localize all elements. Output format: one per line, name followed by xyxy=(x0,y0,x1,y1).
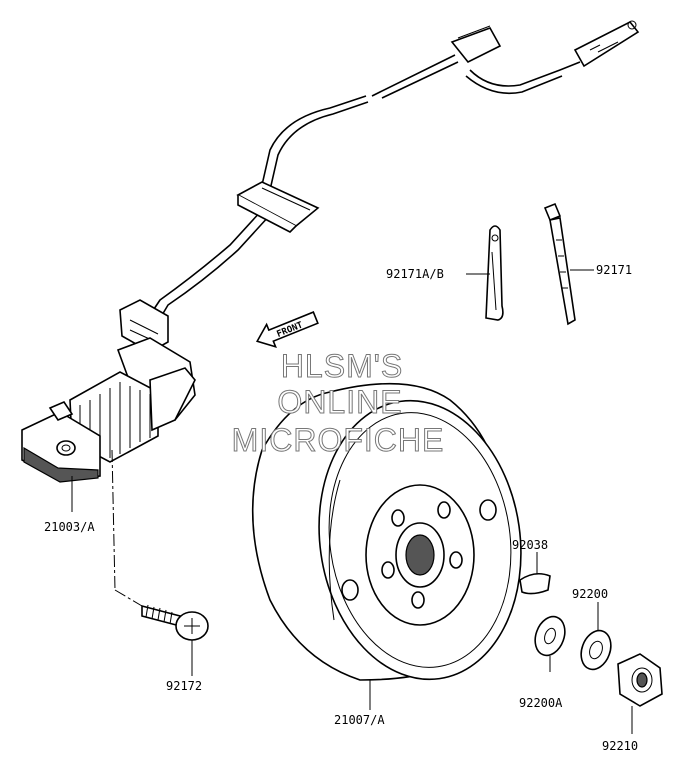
watermark-line-1: HLSM'S xyxy=(281,348,403,384)
label-nut: 92210 xyxy=(602,739,638,753)
label-clamp: 92171A/B xyxy=(386,267,444,281)
key-icon xyxy=(519,572,551,595)
watermark: HLSM'S ONLINE MICROFICHE xyxy=(231,348,445,459)
leader-lines xyxy=(71,269,633,734)
nut-icon xyxy=(617,653,663,707)
watermark-line-2: ONLINE xyxy=(277,384,402,420)
label-spring-washer: 92200 xyxy=(572,587,608,601)
spring-washer-icon xyxy=(580,629,612,671)
connector-icon xyxy=(450,20,640,68)
stator-icon xyxy=(21,299,196,483)
label-key: 92038 xyxy=(512,538,548,552)
label-stator: 21003/A xyxy=(44,520,95,534)
band-icon xyxy=(543,202,576,326)
label-flywheel: 21007/A xyxy=(334,713,385,727)
label-washer: 92200A xyxy=(519,696,563,710)
label-screw: 92172 xyxy=(166,679,202,693)
part-labels: 21003/A 92172 21007/A 92038 92200A 92200… xyxy=(44,263,638,753)
label-band: 92171 xyxy=(596,263,632,277)
screw-icon xyxy=(141,604,209,641)
flywheel-icon xyxy=(251,382,522,681)
washer-icon xyxy=(534,615,566,657)
watermark-line-3: MICROFICHE xyxy=(232,422,445,458)
front-arrow-icon: FRONT xyxy=(255,311,319,348)
wire-harness xyxy=(147,54,581,323)
clamp-icon xyxy=(485,225,504,321)
grommet-icon xyxy=(236,181,320,233)
